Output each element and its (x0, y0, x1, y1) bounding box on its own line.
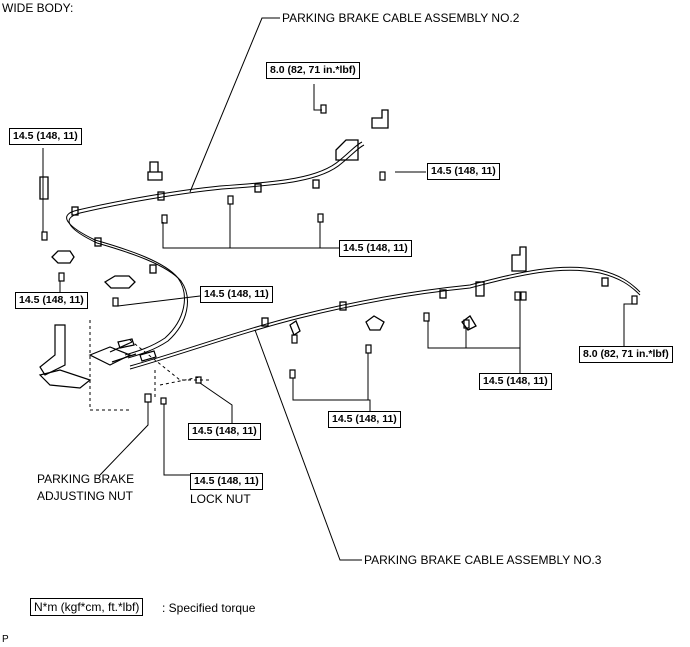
torque-label-4: 14.5 (148, 11) (339, 240, 412, 257)
torque-label-6: 14.5 (148, 11) (200, 286, 273, 303)
legend-unit-box: N*m (kgf*cm, ft.*lbf) (30, 598, 144, 616)
adjusting-nut-label-line1: PARKING BRAKE (37, 472, 135, 486)
header-title: WIDE BODY: (2, 1, 74, 15)
cable-no3-label: PARKING BRAKE CABLE ASSEMBLY NO.3 (364, 553, 602, 567)
torque-label-3: 14.5 (148, 11) (427, 163, 500, 180)
dashed-lines (89, 320, 210, 411)
torque-label-10: 14.5 (148, 11) (188, 423, 261, 440)
torque-label-11: 14.5 (148, 11) (190, 473, 263, 490)
footer-mark: P (2, 634, 9, 645)
torque-label-9: 14.5 (148, 11) (328, 411, 401, 428)
torque-label-5: 14.5 (148, 11) (15, 292, 88, 309)
lock-nut-label: LOCK NUT (190, 492, 251, 506)
adjusting-nut-label-line2: ADJUSTING NUT (37, 489, 133, 503)
equalizer-assembly (38, 324, 157, 389)
cable-clamps (39, 109, 609, 336)
bolts (41, 104, 638, 405)
torque-label-2: 14.5 (148, 11) (9, 128, 82, 145)
leader-lines (42, 17, 634, 561)
torque-label-1: 8.0 (82, 71 in.*lbf) (266, 62, 360, 79)
cable-no2-label: PARKING BRAKE CABLE ASSEMBLY NO.2 (282, 11, 520, 25)
cable-no3 (129, 266, 641, 370)
legend-text: : Specified torque (162, 601, 256, 615)
torque-label-7: 8.0 (82, 71 in.*lbf) (579, 346, 673, 363)
torque-label-8: 14.5 (148, 11) (479, 373, 552, 390)
cable-no2 (66, 141, 365, 359)
